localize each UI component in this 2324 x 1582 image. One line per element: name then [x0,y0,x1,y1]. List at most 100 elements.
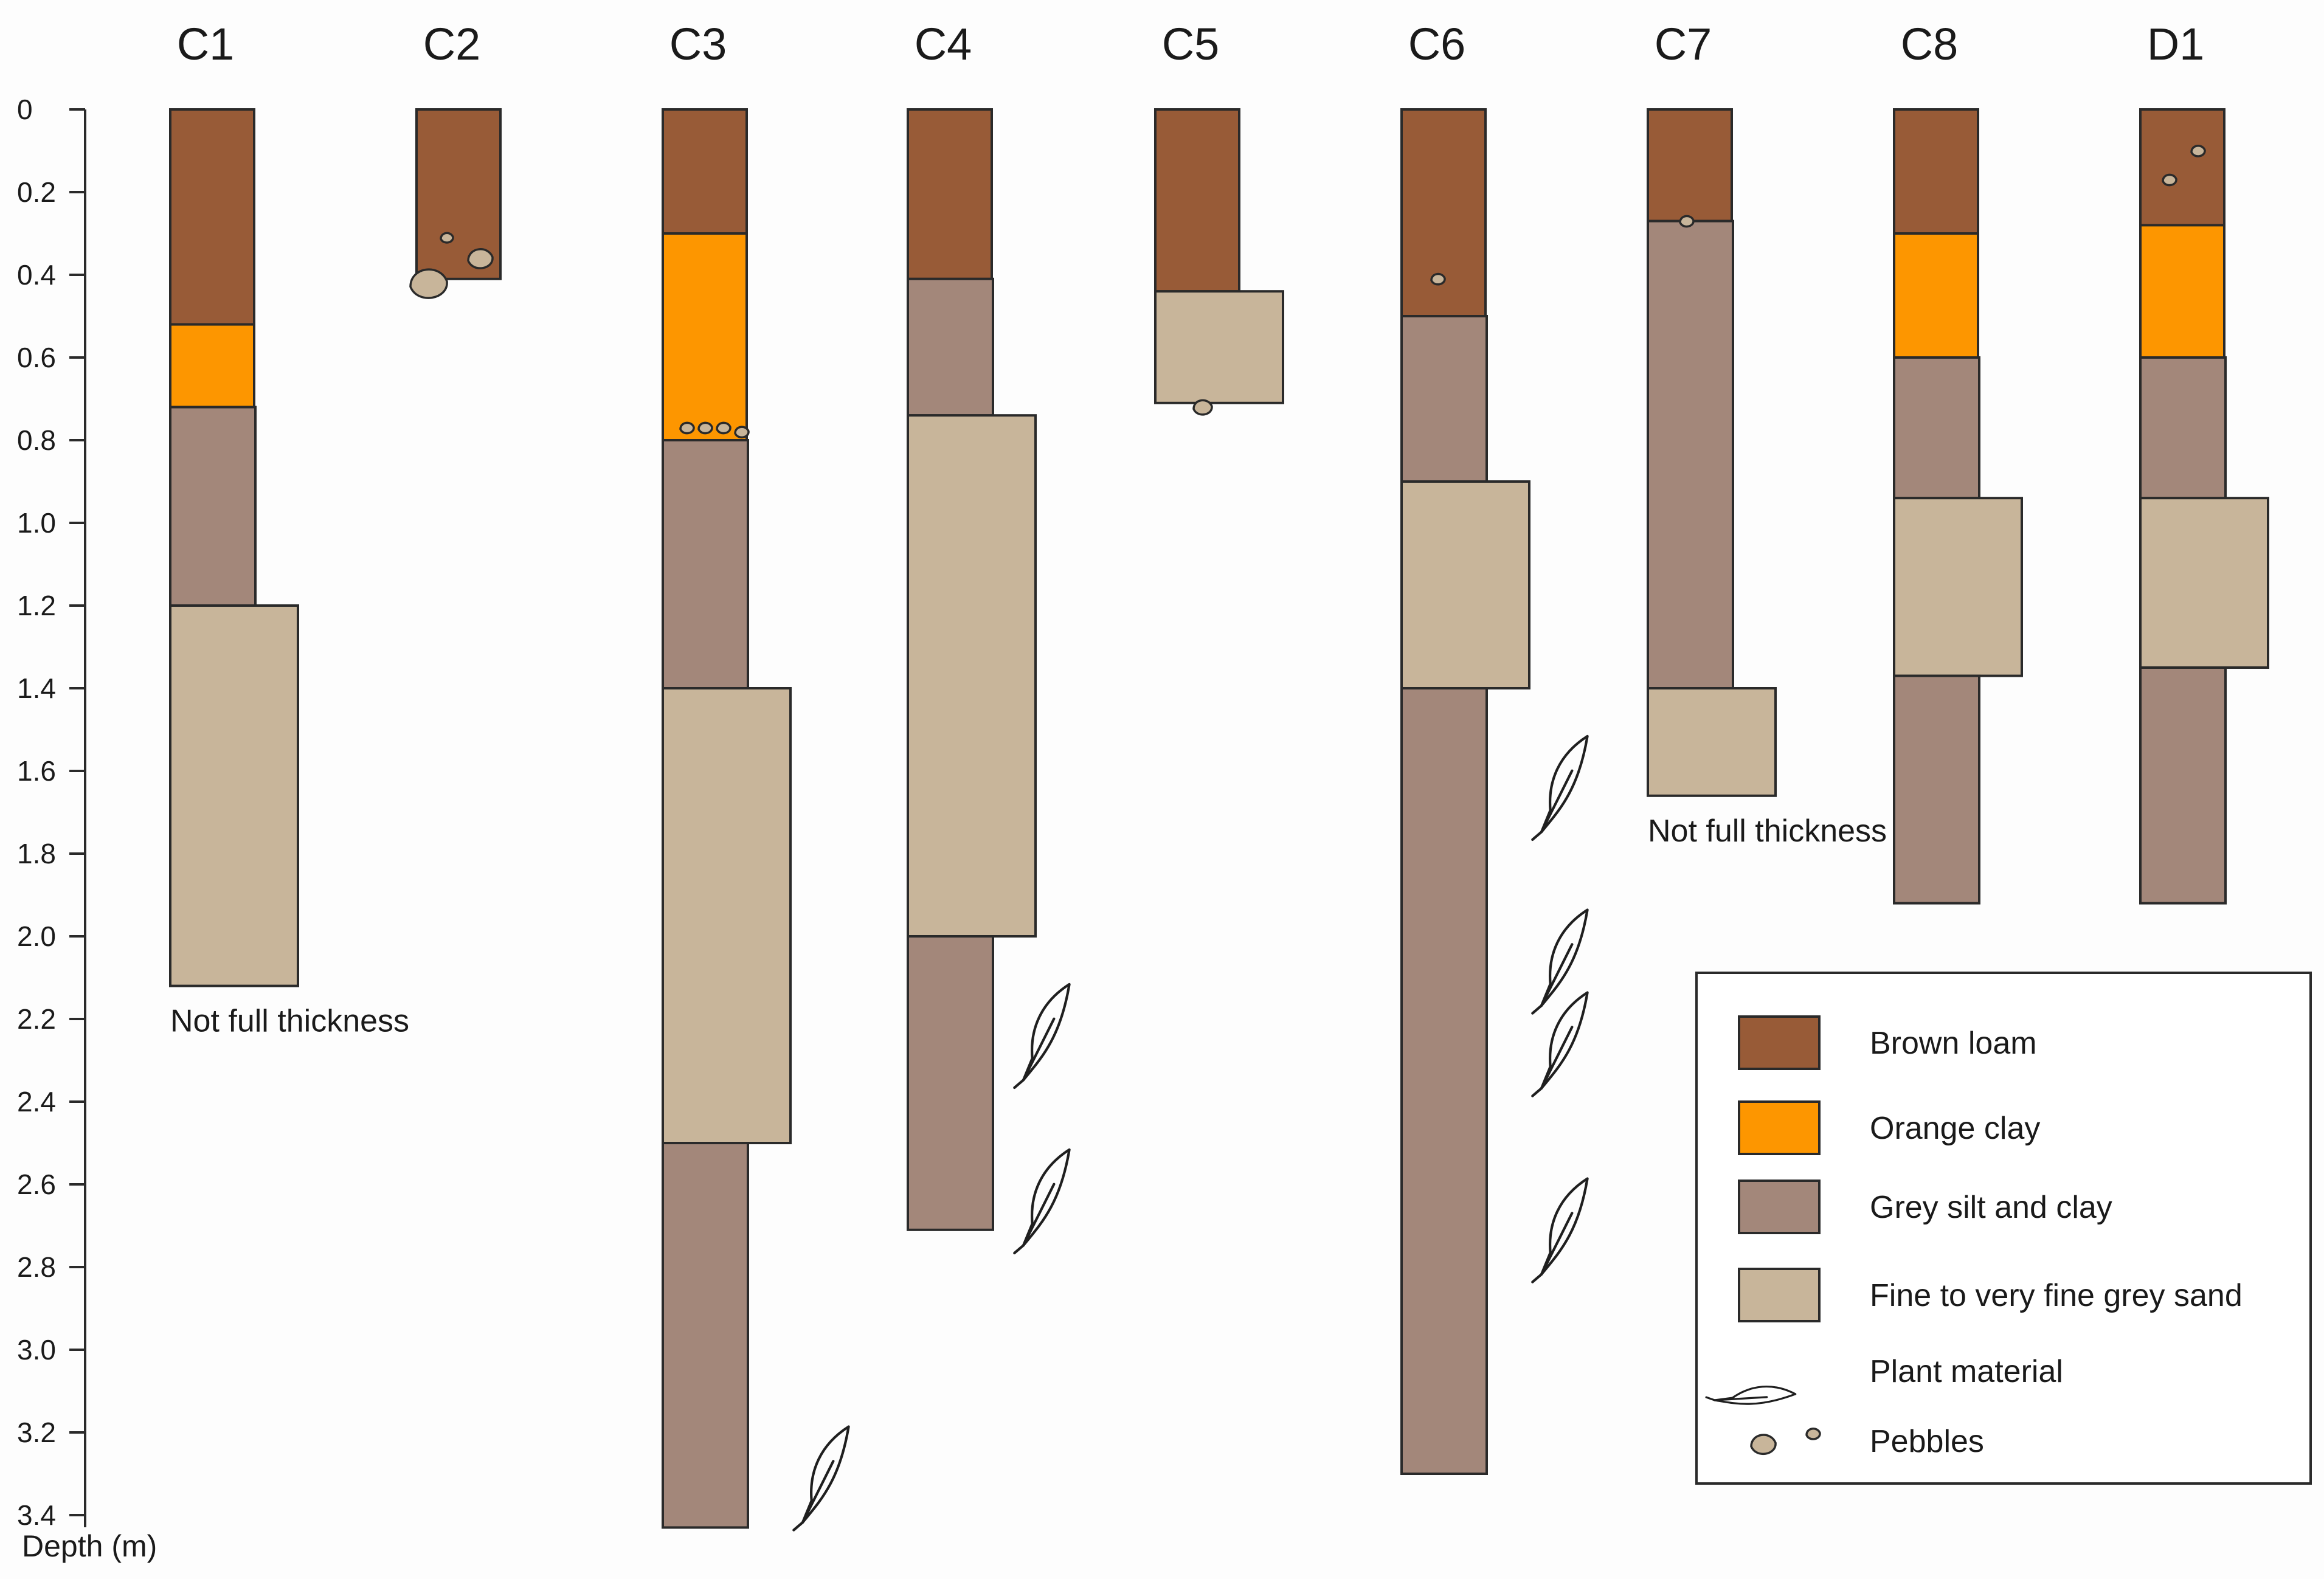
pebble [2162,173,2177,187]
depth-tick-label: 2.6 [17,1169,56,1200]
depth-tick-label: 2.4 [17,1086,56,1117]
pebble [2190,145,2206,157]
core-title: D1 [2147,19,2205,69]
layer-grey-sand [907,414,1037,938]
layer-orange-clay [2139,224,2225,359]
core-c2: C2 [409,19,502,299]
layer-orange-clay [662,232,748,441]
depth-axis-title: Depth (m) [22,1529,157,1563]
pebble [1430,272,1446,286]
depth-tick-label: 3.2 [17,1417,56,1448]
depth-tick-label: 2.2 [17,1003,56,1035]
layer-grey-sand [1893,497,2023,677]
legend-item-grey-sand: Fine to very fine grey sand [1738,1268,2243,1322]
plant-material-icon [1531,734,1589,841]
layer-brown-loam [1647,108,1733,223]
legend-label: Fine to very fine grey sand [1870,1278,2243,1313]
core-c5: C5 [1154,19,1284,416]
layer-grey-sand [1647,687,1777,797]
depth-tick-label: 3.0 [17,1334,56,1366]
depth-axis: 00.20.40.60.81.01.21.41.61.82.02.22.42.6… [17,94,157,1563]
depth-tick-label: 0.2 [17,176,56,208]
layer-brown-loam [662,108,748,235]
layer-grey-silt-clay [1893,356,1980,500]
pebble [440,232,454,244]
layer-grey-sand [169,604,299,987]
layer-grey-silt-clay [2139,666,2227,905]
depth-tick-label: 1.0 [17,507,56,539]
core-c8: C8 [1893,19,2023,905]
plant-material-icon [1013,1148,1071,1255]
legend-swatch [1738,1100,1821,1155]
layer-grey-silt-clay [907,935,994,1231]
plant-material-icon [1531,991,1589,1097]
core-title: C7 [1655,19,1712,69]
core-title: C3 [669,19,727,69]
pebble [734,426,750,439]
layer-grey-silt-clay [907,277,994,417]
depth-tick-label: 0 [17,94,33,125]
layer-grey-sand [1400,480,1530,689]
pebble [1750,1434,1777,1456]
not-full-thickness-note: Not full thickness [1648,813,1887,849]
pebble [1805,1428,1821,1440]
pebble [467,248,494,269]
plant-material-icon [1013,983,1071,1090]
core-title: C4 [915,19,972,69]
pebble [409,268,448,299]
legend-swatch [1738,1180,1821,1234]
core-c4: C4 [907,19,1071,1255]
layer-grey-sand [662,687,792,1144]
pebble [679,421,695,435]
depth-tick-label: 1.6 [17,755,56,787]
pebble [1679,215,1695,228]
core-title: C5 [1162,19,1220,69]
legend-item-orange-clay: Orange clay [1738,1100,2040,1155]
core-title: C2 [423,19,481,69]
layer-brown-loam [1154,108,1240,293]
depth-tick-label: 0.4 [17,259,56,291]
depth-tick-label: 0.8 [17,424,56,456]
layer-brown-loam [1893,108,1979,235]
core-title: C1 [177,19,235,69]
layer-brown-loam [907,108,993,280]
legend-label: Pebbles [1870,1424,1984,1459]
not-full-thickness-note: Not full thickness [170,1004,409,1039]
layer-grey-silt-clay [662,439,749,689]
core-d1: D1 [2139,19,2269,905]
layer-grey-silt-clay [1400,687,1488,1475]
depth-tick-label: 1.8 [17,838,56,869]
layer-grey-silt-clay [1400,315,1488,483]
layer-grey-sand [1154,290,1284,404]
core-c3: C3 [662,19,850,1532]
layer-grey-silt-clay [2139,356,2227,500]
depth-tick-label: 1.2 [17,590,56,621]
legend-item-grey-silt-clay: Grey silt and clay [1738,1180,2112,1234]
layer-grey-sand [2139,497,2269,669]
legend-swatch [1738,1015,1821,1070]
legend-label: Grey silt and clay [1870,1190,2112,1225]
core-title: C8 [1901,19,1959,69]
legend-label: Orange clay [1870,1111,2040,1146]
legend-item-pebbles: Pebbles [1750,1424,1984,1459]
layer-grey-silt-clay [1647,219,1734,690]
layer-brown-loam [1400,108,1487,317]
depth-tick-label: 2.0 [17,921,56,952]
plant-material-icon [792,1425,850,1532]
plant-material-icon [1705,1385,1797,1405]
layer-orange-clay [169,323,255,409]
legend-swatch [1738,1268,1821,1322]
pebble [716,421,731,435]
legend-item-brown-loam: Brown loam [1738,1015,2037,1070]
legend-label: Brown loam [1870,1026,2037,1061]
depth-tick-label: 1.4 [17,672,56,704]
legend-label: Plant material [1870,1354,2063,1389]
layer-brown-loam [169,108,255,326]
core-c6: C6 [1400,19,1589,1475]
legend-item-plant: Plant material [1705,1354,2063,1405]
